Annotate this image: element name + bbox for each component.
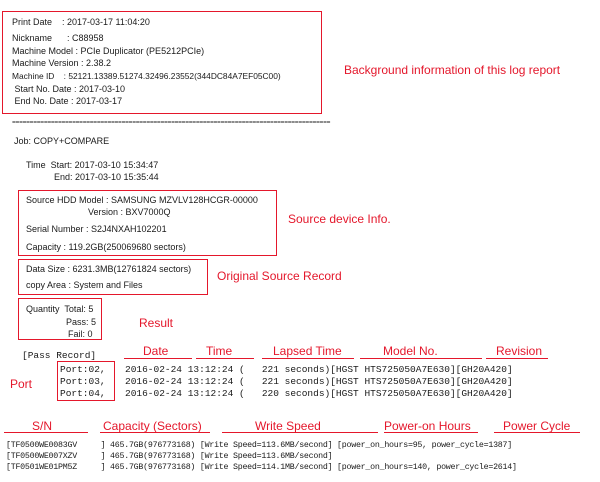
- header-sn: S/N: [32, 419, 53, 433]
- underline-write-speed: [222, 432, 378, 433]
- header-port: Port: [10, 377, 33, 391]
- end-no-date: End No. Date : 2017-03-17: [12, 96, 123, 106]
- source-device-annotation: Source device Info.: [288, 212, 391, 226]
- original-record-box: [18, 259, 208, 295]
- time-start: Time Start: 2017-03-10 15:34:47: [26, 160, 159, 170]
- detail-row-1: [TF0500WE0083GV ] 465.7GB(976773168) [Wr…: [6, 441, 512, 450]
- background-info-annotation: Background information of this log repor…: [344, 63, 561, 77]
- quantity-total: Quantity Total: 5: [26, 304, 94, 314]
- header-capacity: Capacity (Sectors): [103, 419, 202, 433]
- nickname: Nickname : C88958: [12, 33, 104, 43]
- source-serial: Serial Number : S2J4NXAH102201: [26, 224, 167, 234]
- header-underline-revision: [486, 358, 548, 359]
- job-label: Job: COPY+COMPARE: [14, 136, 110, 146]
- underline-power-on: [384, 432, 478, 433]
- result-box: [18, 298, 102, 340]
- original-record-annotation: Original Source Record: [217, 269, 342, 283]
- machine-model: Machine Model : PCIe Duplicator (PE5212P…: [12, 46, 205, 56]
- port-box: [57, 361, 115, 401]
- result-fail: Fail: 0: [68, 329, 93, 339]
- pass-row-1-port: Port:02,: [60, 364, 106, 375]
- header-underline-lapsed: [262, 358, 354, 359]
- pass-row-2-rest: 2016-02-24 13:12:24 ( 221 seconds)[HGST …: [125, 376, 513, 387]
- pass-row-1-rest: 2016-02-24 13:12:24 ( 221 seconds)[HGST …: [125, 364, 513, 375]
- data-size: Data Size : 6231.3MB(12761824 sectors): [26, 264, 192, 274]
- detail-row-2: [TF0500WE007XZV ] 465.7GB(976773168) [Wr…: [6, 452, 333, 461]
- copy-area: copy Area : System and Files: [26, 280, 143, 290]
- header-model-no: Model No.: [383, 344, 438, 358]
- source-version: Version : BXV7000Q: [88, 207, 171, 217]
- underline-sn: [4, 432, 88, 433]
- machine-id: Machine ID : 52121.13389.51274.32496.235…: [12, 71, 281, 81]
- time-end: End: 2017-03-10 15:35:44: [54, 172, 159, 182]
- pass-row-3-port: Port:04,: [60, 388, 106, 399]
- underline-capacity: [100, 432, 210, 433]
- result-pass: Pass: 5: [66, 317, 97, 327]
- header-underline-time: [196, 358, 254, 359]
- header-power-cycle: Power Cycle: [503, 419, 571, 433]
- header-date: Date: [143, 344, 169, 358]
- start-no-date: Start No. Date : 2017-03-10: [12, 84, 126, 94]
- header-revision: Revision: [496, 344, 543, 358]
- header-power-on-hours: Power-on Hours: [384, 419, 471, 433]
- result-annotation: Result: [139, 316, 174, 330]
- header-underline-date: [124, 358, 192, 359]
- header-lapsed-time: Lapsed Time: [273, 344, 342, 358]
- header-write-speed: Write Speed: [255, 419, 321, 433]
- source-capacity: Capacity : 119.2GB(250069680 sectors): [26, 242, 186, 252]
- pass-row-2-port: Port:03,: [60, 376, 106, 387]
- print-date: Print Date : 2017-03-17 11:04:20: [12, 17, 150, 27]
- header-underline-model: [360, 358, 482, 359]
- source-model: Source HDD Model : SAMSUNG MZVLV128HCGR-…: [26, 195, 258, 205]
- separator-line: ========================================…: [12, 119, 331, 126]
- background-info-box: [2, 11, 322, 114]
- underline-power-cycle: [494, 432, 580, 433]
- pass-row-3-rest: 2016-02-24 13:12:24 ( 220 seconds)[HGST …: [125, 388, 513, 399]
- header-time: Time: [206, 344, 233, 358]
- machine-version: Machine Version : 2.38.2: [12, 58, 112, 68]
- source-device-box: [18, 190, 277, 256]
- detail-row-3: [TF0501WE01PM5Z ] 465.7GB(976773168) [Wr…: [6, 463, 517, 472]
- pass-record-label: [Pass Record]: [22, 350, 97, 361]
